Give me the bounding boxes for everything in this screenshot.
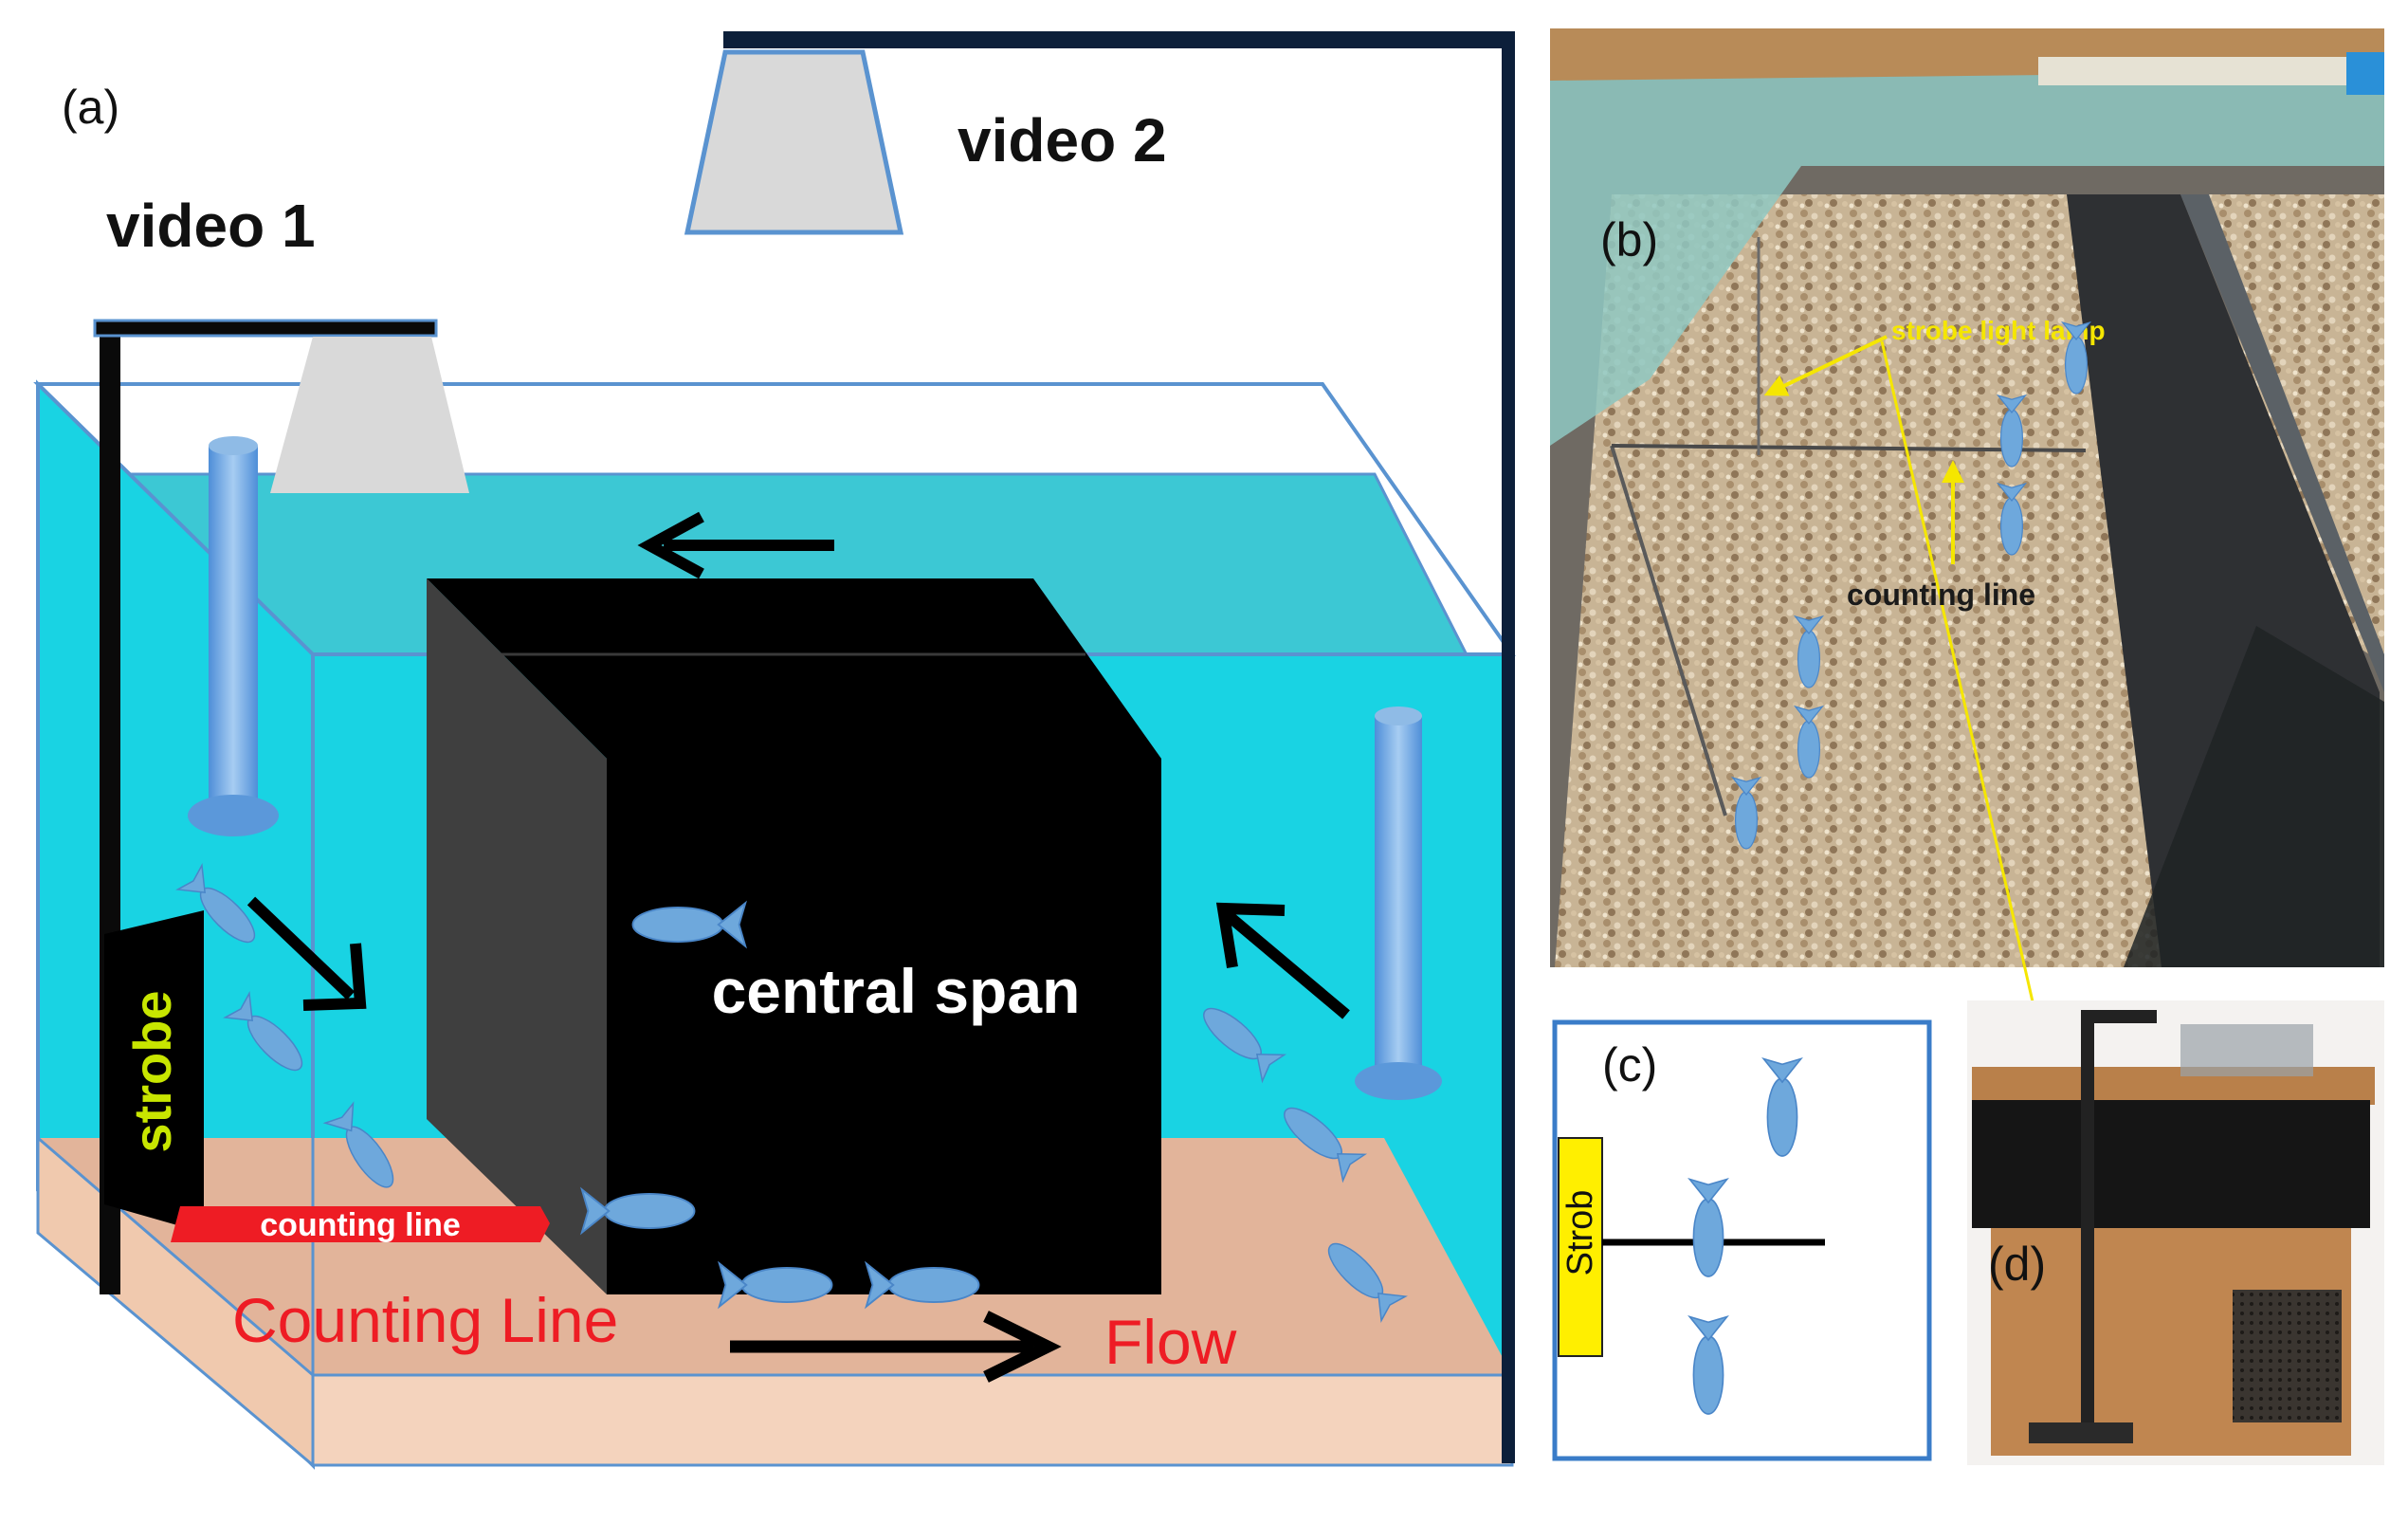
panel-d-label: (d) xyxy=(1988,1238,2046,1291)
panel-a-label: (a) xyxy=(62,81,119,134)
counting-line-tag xyxy=(171,1206,550,1242)
panel-c-strob-label: Strob xyxy=(1560,1190,1600,1276)
central-span-label: central span xyxy=(712,956,1081,1026)
fish-icon xyxy=(1284,1107,1368,1184)
panel-d: (d) xyxy=(1967,1000,2384,1465)
central-span-top xyxy=(427,578,1161,759)
left-pipe xyxy=(188,436,279,836)
video1-mount-bar xyxy=(93,319,438,338)
strobe-lamp-arrow xyxy=(1763,335,1888,396)
panel-a: central span st xyxy=(33,31,1516,1470)
photo-b-rim-top xyxy=(1550,28,2384,446)
photo-d-top xyxy=(1972,1067,2375,1105)
right-pipe xyxy=(1355,706,1442,1100)
photo-d-grill xyxy=(2233,1290,2342,1422)
fish-icon xyxy=(1327,1242,1408,1323)
fish-icon xyxy=(579,1186,696,1236)
photo-b-pipe-cap xyxy=(2346,52,2384,95)
flow-arrow-bottom xyxy=(730,1311,1062,1383)
photo-b-pipe xyxy=(2038,57,2384,85)
panel-b-label: (b) xyxy=(1600,213,1658,266)
fish-icon xyxy=(1996,482,2028,556)
panel-c-strob-box xyxy=(1558,1137,1603,1357)
counting-line-label-b: counting line xyxy=(1847,578,2035,612)
photo-b-right-basin xyxy=(2124,626,2384,967)
fish-icon xyxy=(1687,1314,1729,1415)
video2-camera xyxy=(684,49,904,235)
floor-front xyxy=(311,1373,1514,1467)
photo-d-equipment xyxy=(2180,1024,2313,1076)
photo-b-gravel xyxy=(1555,194,2162,967)
panel-c-label: (c) xyxy=(1602,1038,1657,1092)
fish-icon xyxy=(631,900,748,949)
central-span-side xyxy=(427,578,607,1294)
fish-icon xyxy=(1793,705,1825,779)
fish-icon xyxy=(1793,615,1825,688)
video2-mount-bar xyxy=(723,31,1512,48)
flow-arrow-top xyxy=(637,511,834,579)
flow-label: Flow xyxy=(1104,1307,1237,1377)
panel-b: strobe light lamp counting line (b) xyxy=(1550,28,2384,1110)
counting-line-tag-label: counting line xyxy=(260,1207,461,1243)
photo-d-stand-arm xyxy=(2081,1010,2157,1023)
fish-icon xyxy=(1761,1056,1803,1157)
strobe-unit xyxy=(104,910,204,1233)
photo-d-stand-base xyxy=(2029,1422,2133,1443)
photo-d-black-band xyxy=(1972,1100,2370,1228)
flow-arrow-right-up xyxy=(1215,902,1350,1019)
video1-label: video 1 xyxy=(106,192,316,260)
fish-icon xyxy=(864,1260,980,1310)
counting-line-floor-label: Counting Line xyxy=(232,1285,618,1355)
photo-b-divider-edge xyxy=(2180,194,2384,692)
fish-group-c xyxy=(1687,1056,1803,1415)
fish-group-b xyxy=(1730,321,2092,850)
fish-group-a xyxy=(175,863,1408,1323)
video2-mount-post xyxy=(1502,31,1515,1463)
fish-icon xyxy=(175,863,256,944)
central-span-front xyxy=(607,759,1161,1294)
fish-icon xyxy=(1730,776,1762,850)
fish-icon xyxy=(717,1260,833,1310)
fish-icon xyxy=(1996,394,2028,468)
fish-icon xyxy=(2060,321,2092,395)
panel-c: Strob (c) xyxy=(1552,1019,1932,1461)
fish-icon xyxy=(223,991,303,1072)
fish-icon xyxy=(1687,1177,1729,1277)
photo-b-glass-line xyxy=(1610,445,1727,817)
fish-icon xyxy=(1203,1007,1287,1084)
photo-d-stand-post xyxy=(2081,1010,2094,1441)
flow-arrow-left-down xyxy=(246,896,367,1011)
video2-label: video 2 xyxy=(958,106,1167,174)
fish-icon xyxy=(322,1101,394,1188)
connector-b-to-d xyxy=(1880,340,2059,1110)
strobe-label: strobe xyxy=(122,990,182,1152)
video1-camera xyxy=(270,337,469,493)
